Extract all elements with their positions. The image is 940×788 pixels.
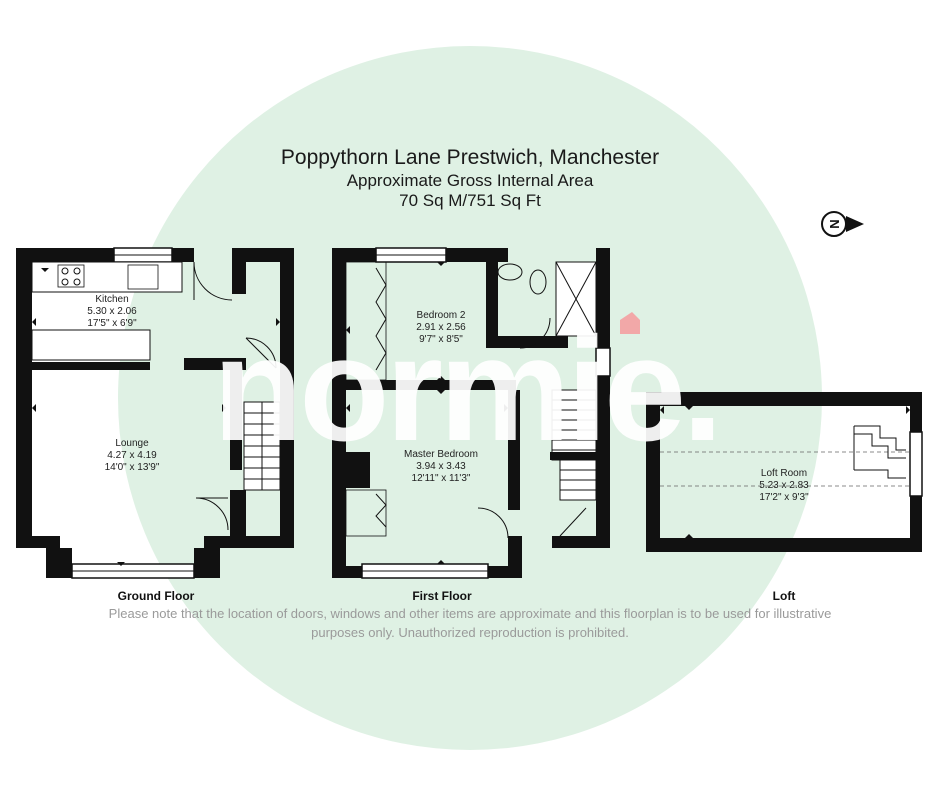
master-imperial: 12'11" x 11'3" bbox=[412, 473, 471, 484]
disclaimer-line-1: Please note that the location of doors, … bbox=[109, 606, 832, 621]
bedroom2-name: Bedroom 2 bbox=[417, 310, 466, 321]
disclaimer-line-2: purposes only. Unauthorized reproduction… bbox=[311, 625, 629, 640]
first-floor-label: First Floor bbox=[412, 589, 472, 603]
compass-icon: N bbox=[821, 211, 864, 237]
lounge-metric: 4.27 x 4.19 bbox=[107, 450, 157, 461]
kitchen-name: Kitchen bbox=[95, 294, 128, 305]
kitchen-metric: 5.30 x 2.06 bbox=[87, 306, 137, 317]
watermark-roof-icon bbox=[620, 312, 640, 334]
loft-label: Loft bbox=[773, 589, 796, 603]
compass-letter: N bbox=[827, 219, 842, 228]
first-floor-plan bbox=[332, 247, 611, 579]
master-name: Master Bedroom bbox=[404, 449, 478, 460]
watermark-logo: normie. bbox=[213, 307, 720, 472]
loft-room-name: Loft Room bbox=[761, 468, 807, 479]
ground-floor-label: Ground Floor bbox=[118, 589, 195, 603]
area-label: Approximate Gross Internal Area bbox=[347, 171, 594, 190]
master-metric: 3.94 x 3.43 bbox=[416, 461, 466, 472]
ground-floor-plan bbox=[16, 247, 294, 579]
lounge-imperial: 14'0" x 13'9" bbox=[105, 462, 160, 473]
loft-plan bbox=[646, 392, 923, 552]
loft-room-imperial: 17'2" x 9'3" bbox=[759, 492, 809, 503]
area-value: 70 Sq M/751 Sq Ft bbox=[399, 191, 541, 210]
kitchen-imperial: 17'5" x 6'9" bbox=[87, 318, 137, 329]
lounge-name: Lounge bbox=[115, 438, 149, 449]
property-address: Poppythorn Lane Prestwich, Manchester bbox=[281, 146, 659, 169]
bedroom2-metric: 2.91 x 2.56 bbox=[416, 322, 466, 333]
loft-room-metric: 5.23 x 2.83 bbox=[759, 480, 809, 491]
bedroom2-imperial: 9'7" x 8'5" bbox=[419, 334, 463, 345]
background-circle bbox=[118, 46, 822, 750]
